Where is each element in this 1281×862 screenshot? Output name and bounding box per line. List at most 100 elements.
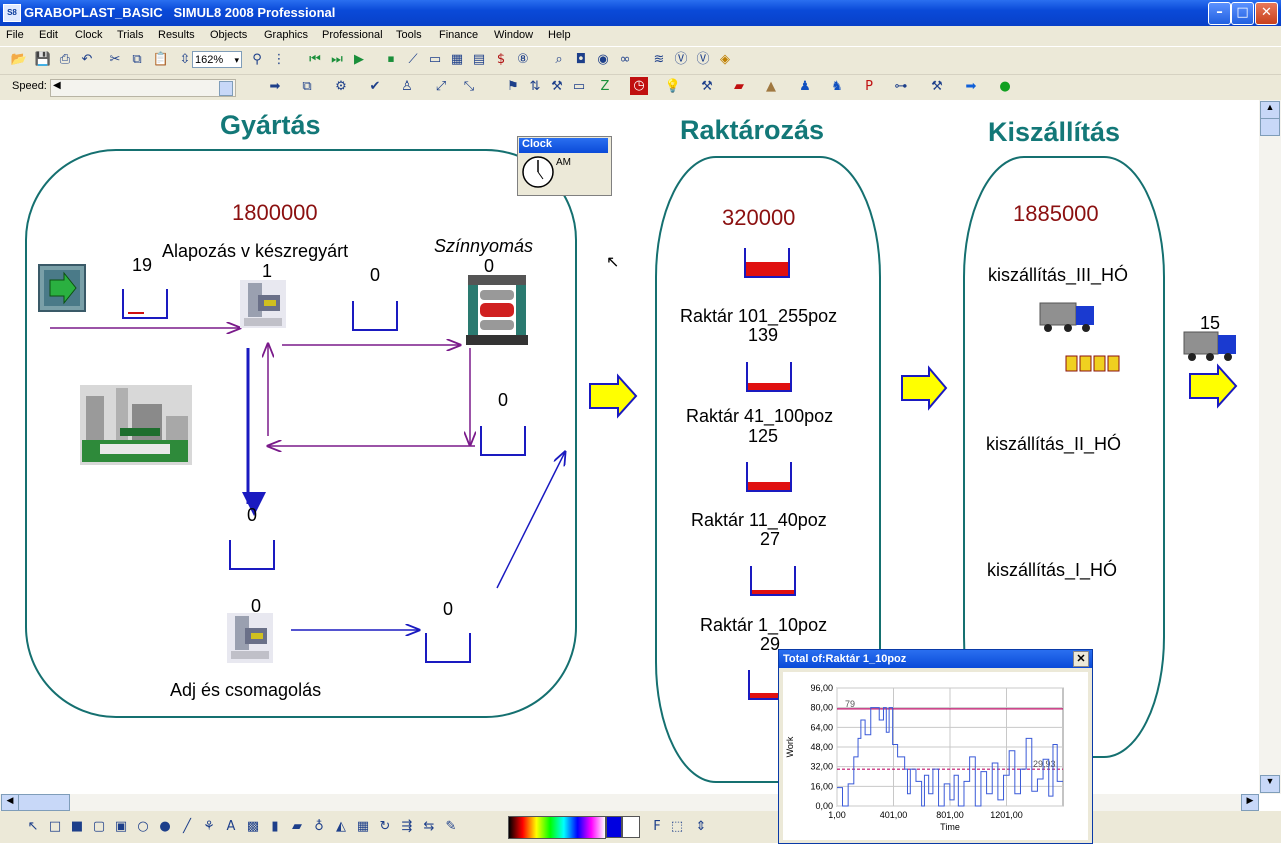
dollar-icon[interactable]: $ [496,52,506,67]
step-icon[interactable]: ⏭ [331,52,343,67]
color-palette[interactable] [508,816,606,839]
flip-icon[interactable]: ⇆ [423,819,435,834]
menu-file[interactable]: File [6,29,24,41]
queue-icon[interactable]: ⇅ [529,79,541,94]
menu-help[interactable]: Help [548,29,571,41]
menu-edit[interactable]: Edit [39,29,58,41]
bulb-icon[interactable]: ♁ [314,819,324,834]
grid-icon[interactable]: ▦ [356,819,370,834]
zoom-stepper-icon[interactable]: ⇳ [179,52,191,67]
storage-bin[interactable] [746,362,792,392]
work-entry-icon[interactable]: ⚑ [507,79,519,94]
menu-finance[interactable]: Finance [439,29,479,41]
menu-clock[interactable]: Clock [75,29,103,41]
cut-icon[interactable]: ✂ [109,52,121,67]
undo-icon[interactable]: ↶ [81,52,93,67]
route-icon[interactable]: ⤢ [435,79,447,94]
menu-trials[interactable]: Trials [117,29,144,41]
rounded-rect-icon[interactable]: ▢ [92,819,106,834]
spinner-icon[interactable]: ⇕ [695,819,707,834]
storage-icon[interactable]: ▭ [572,79,586,94]
grid-icon[interactable]: ⋮ [272,52,286,67]
paste-icon[interactable]: 📋 [152,52,170,67]
stop-icon[interactable]: ⏹ [387,52,395,67]
align-icon[interactable]: ⇶ [401,819,413,834]
green-dot-icon[interactable]: ● [999,79,1011,94]
close-button[interactable]: ✕ [1255,2,1278,25]
clock-icon[interactable]: ◷ [630,77,648,95]
line-icon[interactable]: ╱ [183,819,191,834]
menu-tools[interactable]: Tools [396,29,422,41]
resize-icon[interactable]: ⬚ [670,819,684,834]
zoom-select[interactable]: 162% ▾ [192,51,242,68]
speed-slider[interactable]: ◀ [50,79,236,97]
exit-arrow-icon[interactable]: ➡ [965,79,977,94]
text-icon[interactable]: A [226,819,236,834]
fill-color-swatch[interactable] [606,816,622,838]
vl-icon[interactable]: Ⓥ [674,52,688,67]
work-entry-icon[interactable] [38,264,86,312]
maximize-button[interactable]: □ [1231,2,1254,25]
queue3[interactable] [229,540,275,570]
run-icon[interactable]: ▶ [354,52,364,67]
report-icon[interactable]: ▤ [472,52,486,67]
brush-icon[interactable]: ✎ [445,819,457,834]
filled-square-icon[interactable]: ■ [70,819,84,834]
storage-bin[interactable] [746,462,792,492]
menu-objects[interactable]: Objects [210,29,248,41]
menu-window[interactable]: Window [494,29,534,41]
table-icon[interactable]: ▦ [450,52,464,67]
shape-icon[interactable]: ◭ [336,819,346,834]
binoculars-icon[interactable]: ⚲ [252,52,262,67]
person-icon[interactable]: ♙ [401,79,413,94]
font-icon[interactable]: F [653,819,661,834]
slider-thumb[interactable] [219,81,233,96]
copy-icon[interactable]: ⧉ [132,52,142,67]
close-icon[interactable]: ✕ [1073,651,1089,667]
tool-icon[interactable]: ⚒ [931,79,943,94]
conveyor-icon[interactable]: ⊶ [894,79,908,94]
work-center-icon[interactable]: ⚒ [551,79,563,94]
queue1[interactable] [352,301,398,331]
check-icon[interactable]: ✔ [369,79,381,94]
clock-window[interactable]: Clock AM [517,136,612,196]
bulb-icon[interactable]: 💡 [664,79,682,94]
scroll-thumb[interactable] [1260,118,1280,136]
filled-circle-icon[interactable]: ● [159,819,171,834]
chevron-left-icon[interactable]: ◀ [1,794,19,811]
circle-icon[interactable]: ○ [137,819,149,834]
page-icon[interactable]: ▮ [271,819,279,834]
rewind-icon[interactable]: ⏮ [309,52,321,67]
vertical-scrollbar[interactable]: ▲ ▼ [1259,100,1281,794]
square-icon[interactable]: □ [48,819,62,834]
storage-bin[interactable] [744,248,790,278]
signal-person-icon[interactable]: ♞ [831,79,843,94]
open-icon[interactable]: 📂 [10,52,28,67]
view-icon[interactable]: ◉ [597,52,609,67]
chevron-down-icon[interactable]: ▼ [1260,775,1280,793]
entry-queue[interactable] [122,289,168,319]
pyramid-icon[interactable]: ▲ [766,79,776,94]
chevron-up-icon[interactable]: ▲ [1260,101,1280,119]
arrow-icon[interactable]: ➡ [269,79,281,94]
layers-icon[interactable]: ≋ [653,52,665,67]
print-icon[interactable]: ⎙ [59,52,71,67]
chart-icon[interactable]: ⟋ [408,52,418,67]
eraser-icon[interactable]: ▰ [292,819,302,834]
filled-rounded-rect-icon[interactable]: ▣ [114,819,128,834]
storage-bin[interactable] [750,566,796,596]
wand-icon[interactable]: ⚘ [203,819,215,834]
queue4[interactable] [425,633,471,663]
tag-icon[interactable]: ◈ [720,52,730,67]
line-color-swatch[interactable] [622,816,640,838]
z-icon[interactable]: Z [600,79,610,94]
box-icon[interactable]: ▰ [734,79,744,94]
pointer-icon[interactable]: ↖ [27,819,39,834]
gear-icon[interactable]: ⚙ [335,79,347,94]
route-in-icon[interactable]: ⤡ [463,79,475,94]
rotate-icon[interactable]: ↻ [379,819,391,834]
vl-icon[interactable]: Ⓥ [696,52,710,67]
chevron-right-icon[interactable]: ▶ [1241,794,1259,811]
save-icon[interactable]: 💾 [34,52,52,67]
